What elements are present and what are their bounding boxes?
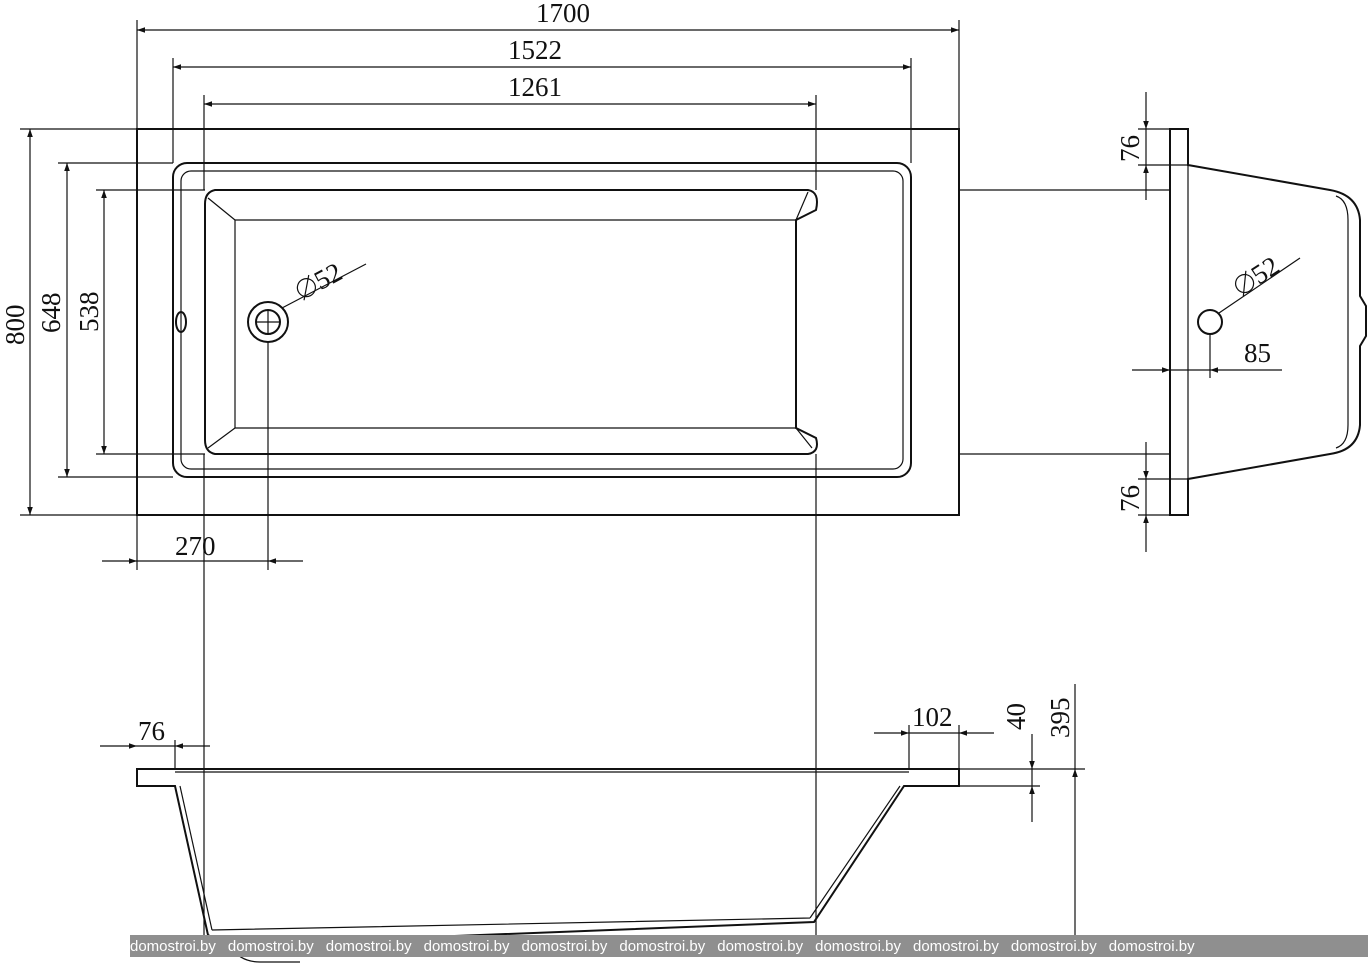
top-dimensions: 1700 1522 1261 — [136, 0, 960, 190]
dim-side-rim-bottom: 76 — [1115, 485, 1145, 512]
side-drain-leader — [1218, 257, 1301, 314]
dim-inner-rim-width: 648 — [36, 293, 66, 334]
front-profile — [136, 768, 960, 947]
side-drain-hole — [1197, 309, 1223, 335]
dim-side-drain-diameter: 52 — [1246, 250, 1285, 290]
watermark-text: domostroi.by — [227, 937, 314, 955]
dim-front-rim-right: 102 — [912, 702, 953, 732]
top-view: 52 — [136, 128, 960, 516]
dim-inner-rim-length: 1522 — [508, 35, 562, 65]
dim-rim-thickness: 40 — [1001, 703, 1031, 730]
watermark-strip: domostroi.by domostroi.by domostroi.by domo… — [130, 935, 1368, 957]
dim-bottom-length: 1261 — [508, 72, 562, 102]
watermark-text: domostroi.by — [815, 937, 901, 955]
dim-side-drain-height: 85 — [1244, 338, 1271, 368]
dim-overall-width: 800 — [0, 305, 30, 346]
side-drain-diameter-label: 52 — [1234, 250, 1285, 297]
diameter-icon — [296, 278, 317, 298]
dim-drain-offset: 270 — [175, 531, 216, 561]
watermark-text: domostroi.by — [619, 937, 706, 955]
basin-corners — [207, 191, 813, 449]
basin-floor — [234, 219, 797, 429]
tub-outer-outline — [136, 128, 960, 516]
watermark-text: domostroi.by — [325, 937, 412, 955]
drain-diameter-label: 52 — [296, 257, 347, 301]
dim-overall-length: 1700 — [536, 0, 590, 28]
side-view: 52 85 76 76 — [1115, 92, 1367, 552]
side-profile — [1169, 128, 1367, 516]
watermark-text: domostroi.by — [1108, 937, 1195, 955]
overflow-hole — [175, 311, 187, 333]
watermark-text: domostroi.by — [423, 937, 510, 955]
watermark-text: domostroi.by — [913, 937, 999, 955]
tub-inner-rim — [172, 162, 912, 478]
drain-leader — [281, 263, 367, 309]
left-dimensions: 800 648 538 — [0, 128, 205, 516]
drain-offset-dimension: 270 — [102, 342, 303, 570]
dim-side-rim-top: 76 — [1115, 135, 1145, 162]
dim-front-rim-left: 76 — [138, 716, 165, 746]
watermark-text: domostroi.by — [1010, 937, 1097, 955]
dim-total-height: 395 — [1045, 698, 1075, 739]
watermark-text: domostroi.by — [130, 937, 216, 955]
watermark-text: domostroi.by — [717, 937, 804, 955]
diameter-icon — [1234, 273, 1255, 294]
front-view: 76 102 40 395 — [100, 684, 1085, 963]
watermark-text: domostroi.by — [521, 937, 608, 955]
tub-inner-rim-inner — [180, 170, 904, 470]
basin-bottom — [204, 189, 818, 455]
projection-lines — [203, 189, 1170, 935]
dim-bottom-width: 538 — [74, 292, 104, 333]
